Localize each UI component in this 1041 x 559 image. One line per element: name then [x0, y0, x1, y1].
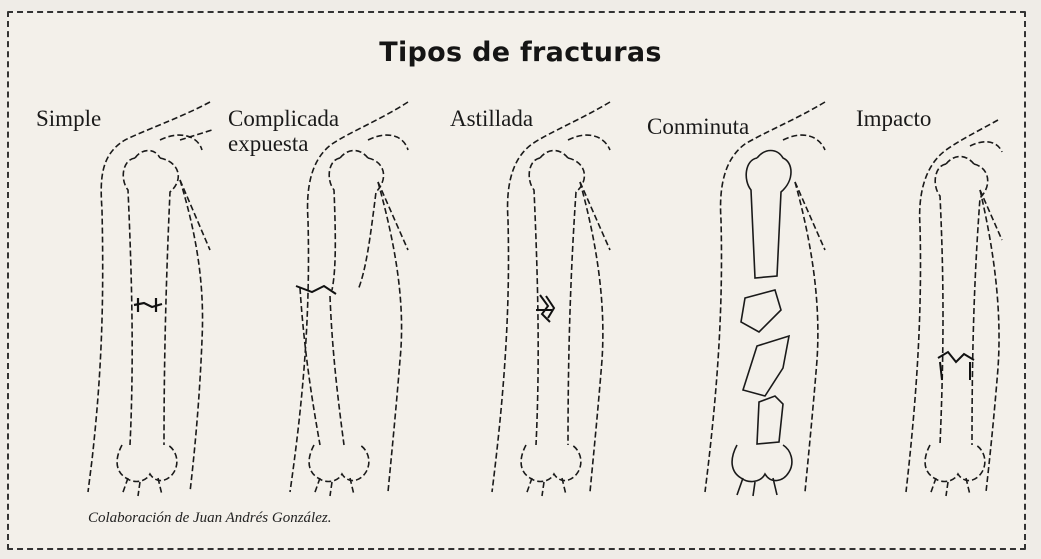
- arm-illustration-complicada: [289, 101, 409, 497]
- label-astillada: Astillada: [450, 106, 534, 131]
- arm-illustration-astillada: [491, 101, 611, 497]
- label-impacto: Impacto: [856, 106, 932, 131]
- fracture-mark-complicada: [295, 284, 337, 295]
- fracture-mark-astillada: [536, 294, 556, 323]
- panel-astillada: Astillada: [420, 100, 620, 498]
- figure-title: Tipos de fracturas: [379, 37, 662, 68]
- panel-simple: Simple: [30, 100, 220, 498]
- arm-illustration-simple: [87, 101, 213, 497]
- bone-fragments-conminuta: [731, 149, 793, 497]
- fracture-mark-impacto: [937, 350, 975, 381]
- label-complicada: Complicada expuesta: [228, 106, 339, 156]
- panel-impacto: Impacto: [830, 100, 1010, 498]
- label-conminuta: Conminuta: [647, 114, 750, 139]
- arm-illustration-impacto: [905, 119, 1003, 497]
- label-complicada-line1: Complicada: [228, 106, 340, 131]
- arm-illustration-conminuta: [704, 101, 826, 497]
- label-simple: Simple: [36, 106, 102, 131]
- label-complicada-line2: expuesta: [228, 131, 309, 156]
- figure-frame: [7, 11, 1026, 550]
- panel-conminuta: Conminuta: [625, 100, 835, 498]
- panel-complicada-expuesta: Complicada expuesta: [220, 100, 420, 498]
- credit-line: Colaboración de Juan Andrés González.: [88, 510, 332, 526]
- fracture-mark-simple: [133, 298, 163, 312]
